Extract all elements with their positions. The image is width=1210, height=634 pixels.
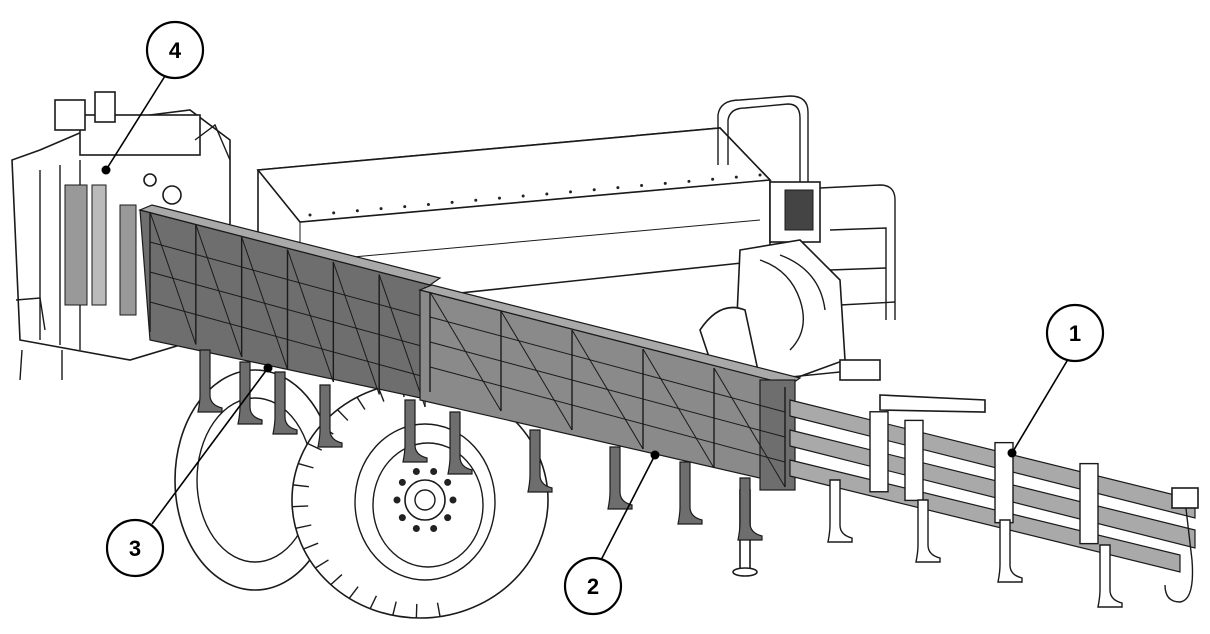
lug-nut bbox=[430, 525, 438, 533]
callout-1: 1 bbox=[1007, 303, 1105, 458]
tine bbox=[402, 399, 428, 463]
hitch-frame bbox=[11, 91, 231, 381]
callout-3: 3 bbox=[105, 363, 273, 578]
tread bbox=[369, 595, 378, 609]
rivet bbox=[332, 211, 336, 215]
callout-2: 2 bbox=[563, 450, 660, 616]
tread bbox=[330, 574, 343, 586]
wheel-lug-nuts bbox=[393, 467, 457, 533]
boom-section-middle bbox=[418, 284, 802, 491]
end-hook bbox=[1164, 487, 1199, 603]
outer-post bbox=[904, 419, 924, 502]
rivet bbox=[545, 192, 549, 196]
lug-nut bbox=[412, 467, 420, 475]
railing bbox=[717, 95, 896, 320]
callout-4: 4 bbox=[101, 20, 205, 175]
rivet bbox=[450, 200, 454, 204]
rivet bbox=[521, 194, 525, 198]
tine bbox=[1097, 544, 1123, 608]
tine bbox=[677, 461, 703, 525]
tine bbox=[607, 446, 633, 510]
rivet bbox=[616, 186, 620, 190]
lug-nut bbox=[444, 478, 452, 486]
tread bbox=[348, 586, 359, 599]
tread bbox=[315, 559, 329, 569]
lug-nut bbox=[412, 525, 420, 533]
tine bbox=[997, 519, 1023, 583]
tine bbox=[737, 477, 763, 541]
tine bbox=[272, 371, 298, 435]
tread bbox=[303, 542, 319, 550]
rivet bbox=[403, 205, 407, 209]
rail bbox=[429, 341, 786, 438]
tine bbox=[197, 349, 223, 413]
lug-nut bbox=[449, 496, 457, 504]
rivet bbox=[497, 196, 501, 200]
callout-2-label: 2 bbox=[587, 574, 599, 599]
boom-tines bbox=[197, 349, 1123, 608]
rail bbox=[149, 241, 426, 318]
rail bbox=[149, 271, 426, 348]
callout-1-label: 1 bbox=[1069, 321, 1081, 346]
tread bbox=[307, 442, 323, 451]
tread bbox=[392, 601, 397, 616]
boom-section-inner bbox=[138, 204, 442, 408]
outer-post bbox=[1079, 462, 1099, 545]
tread bbox=[295, 524, 312, 530]
tread bbox=[337, 409, 349, 421]
rivet bbox=[592, 188, 596, 192]
tine bbox=[317, 384, 343, 448]
tine bbox=[447, 411, 473, 475]
rail bbox=[429, 316, 786, 413]
rail bbox=[149, 301, 426, 378]
rivet bbox=[711, 177, 715, 181]
rivet bbox=[474, 198, 478, 202]
tread bbox=[292, 484, 310, 488]
lug-nut bbox=[430, 467, 438, 475]
rivet bbox=[640, 184, 644, 188]
tine bbox=[527, 429, 553, 493]
tine bbox=[827, 479, 853, 543]
lug-nut bbox=[398, 478, 406, 486]
rivet bbox=[734, 175, 738, 179]
rivet bbox=[758, 173, 762, 177]
tread bbox=[356, 396, 366, 410]
rivet bbox=[687, 179, 691, 183]
rivet bbox=[426, 202, 430, 206]
hopper-rivets bbox=[308, 173, 762, 217]
callout-3-label: 3 bbox=[129, 536, 141, 561]
rivet bbox=[308, 213, 312, 217]
lug-nut bbox=[444, 514, 452, 522]
boom-section-outer bbox=[789, 399, 1196, 573]
rivet bbox=[663, 181, 667, 185]
tread bbox=[436, 602, 441, 617]
rivet bbox=[569, 190, 573, 194]
lug-nut bbox=[398, 514, 406, 522]
callout-4-label: 4 bbox=[169, 38, 182, 63]
tread bbox=[292, 505, 309, 508]
tread bbox=[298, 462, 314, 469]
outer-post bbox=[869, 411, 889, 493]
rivet bbox=[379, 207, 383, 211]
rail bbox=[429, 366, 786, 463]
lug-nut bbox=[393, 496, 401, 504]
rivet bbox=[355, 209, 359, 213]
tine bbox=[915, 499, 941, 563]
